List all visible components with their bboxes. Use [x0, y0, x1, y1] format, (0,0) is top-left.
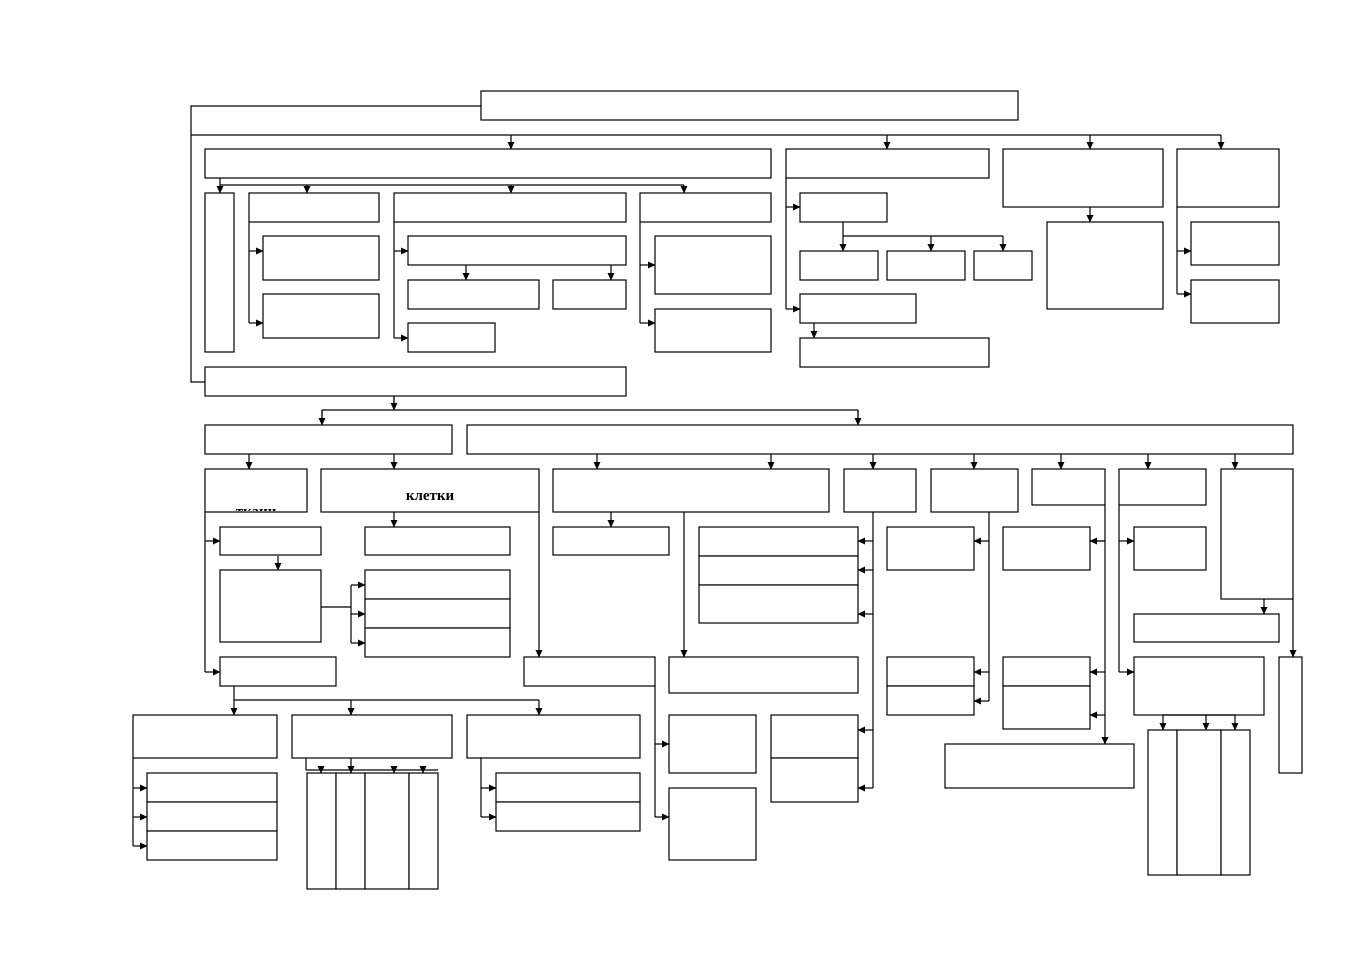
diagram-box: [204, 366, 627, 397]
diagram-box: [408, 772, 439, 890]
diagram-box: [639, 192, 772, 223]
diagram-box: [364, 772, 410, 890]
diagram-box: [1176, 148, 1280, 208]
diagram-box: [785, 148, 990, 179]
diagram-box: [1190, 279, 1280, 324]
diagram-box: [407, 235, 627, 266]
diagram-box: [698, 584, 859, 624]
diagram-box: [364, 526, 511, 556]
diagram-box: [1002, 148, 1164, 208]
diagram-box: [552, 468, 830, 513]
diagram-box: [466, 424, 1294, 455]
diagram-box: [944, 743, 1135, 789]
diagram-box: [291, 714, 453, 759]
diagram-box: [552, 279, 627, 310]
diagram-arrows: [133, 135, 1297, 850]
diagram-box: [495, 801, 641, 832]
diagram-box: [698, 526, 859, 557]
diagram-box: [393, 192, 627, 223]
diagram-box: [654, 235, 772, 295]
diagram-boxes: [132, 90, 1303, 890]
diagram-box: [219, 526, 322, 556]
diagram-box: [262, 235, 380, 281]
diagram-box: [886, 685, 975, 716]
diagram-box: [1133, 656, 1265, 716]
diagram-box: [306, 772, 337, 890]
diagram-box: [698, 555, 859, 586]
diagram-box: [407, 322, 496, 353]
label-cells: клетки: [406, 488, 455, 504]
label-cutoff: ткани: [236, 504, 277, 520]
diagram-box: [799, 192, 888, 223]
diagram-box: [1031, 468, 1106, 506]
diagram-box: [1147, 729, 1178, 876]
diagram-box: [1046, 221, 1164, 310]
diagram-box: [654, 308, 772, 353]
diagram-box: [320, 468, 540, 513]
diagram-box: [204, 468, 308, 513]
diagram-box: [495, 772, 641, 803]
diagram-box: [1278, 656, 1303, 774]
diagram-box: [1220, 468, 1294, 600]
diagram-box: [480, 90, 1019, 121]
diagram-box: [146, 772, 278, 803]
diagram-box: [219, 656, 337, 687]
diagram-box: [1133, 526, 1207, 571]
diagram-box: [770, 714, 859, 759]
diagram-box: [886, 250, 966, 281]
diagram-box: [204, 148, 772, 179]
diagram-box: [799, 337, 990, 368]
diagram-box: [1133, 613, 1280, 643]
diagram-box: [523, 656, 656, 687]
diagram-box: [930, 468, 1019, 513]
diagram-box: [335, 772, 366, 890]
diagram-box: [1176, 729, 1222, 876]
diagram-box: [886, 526, 975, 571]
diagram-box: [364, 569, 511, 600]
connector-line: [190, 105, 481, 383]
diagram-box: [364, 627, 511, 658]
diagram-box: [262, 293, 380, 339]
diagram-box: [668, 714, 757, 774]
diagram-box: [843, 468, 917, 513]
diagram-box: [1190, 221, 1280, 266]
diagram-box: [248, 192, 380, 223]
diagram-box: [1002, 685, 1091, 730]
diagram-box: [886, 656, 975, 687]
diagram-box: [552, 526, 670, 556]
diagram-box: [1118, 468, 1207, 506]
diagram-box: [132, 714, 278, 759]
diagram-box: [204, 192, 235, 353]
diagram-box: [219, 569, 322, 643]
diagram-box: [146, 830, 278, 861]
diagram-box: [668, 656, 859, 694]
diagram-box: [973, 250, 1033, 281]
diagram-box: [204, 424, 453, 455]
diagram-box: [668, 787, 757, 861]
diagram-box: [407, 279, 540, 310]
diagram-box: [146, 801, 278, 832]
diagram-box: [1220, 729, 1251, 876]
diagram-box: [799, 293, 917, 324]
diagram-box: [364, 598, 511, 629]
diagram-box: [466, 714, 641, 759]
diagram-box: [799, 250, 879, 281]
diagram-box: [1002, 526, 1091, 571]
diagram-box: [1002, 656, 1091, 687]
diagram-box: [770, 757, 859, 803]
